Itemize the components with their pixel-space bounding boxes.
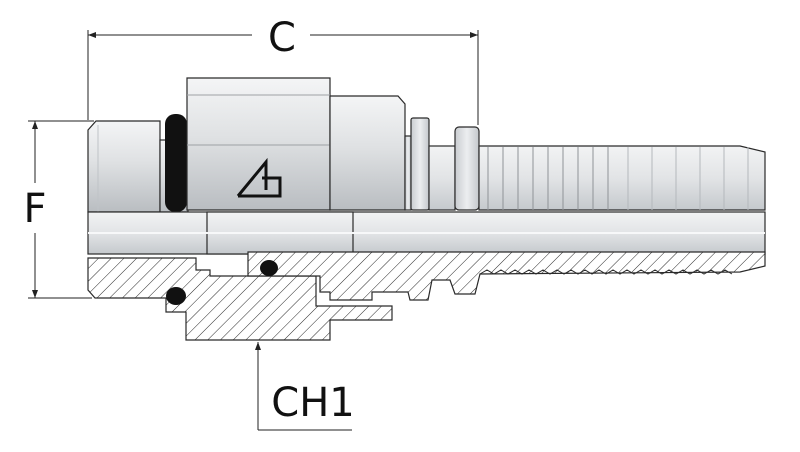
exterior-view (87, 77, 766, 213)
insert-section (247, 251, 766, 301)
tooth-profile (479, 269, 733, 275)
neck (404, 135, 412, 211)
dimension-ch1 (255, 342, 352, 431)
dimension-ch1-label: CH1 (271, 380, 354, 426)
dimension-c-label: C (268, 15, 296, 61)
brand-logo-icon (236, 157, 282, 198)
barb-ridges (487, 147, 749, 210)
hose-tail (478, 145, 766, 211)
oring-external (165, 114, 187, 212)
center-tube (87, 211, 766, 255)
dimension-c (87, 30, 479, 125)
oring-internal (260, 260, 278, 276)
neck-2 (428, 145, 456, 211)
hex-shoulder (329, 95, 406, 211)
collar-2 (454, 126, 480, 211)
oring-lower (166, 287, 186, 305)
collar-1 (410, 117, 430, 211)
body-section (87, 257, 393, 341)
insert-teeth (479, 269, 733, 275)
hex-nut (186, 77, 331, 211)
left-nose (87, 120, 161, 213)
dimension-f (28, 120, 94, 299)
dimension-f-label: F (23, 186, 46, 232)
section-view (87, 251, 766, 341)
